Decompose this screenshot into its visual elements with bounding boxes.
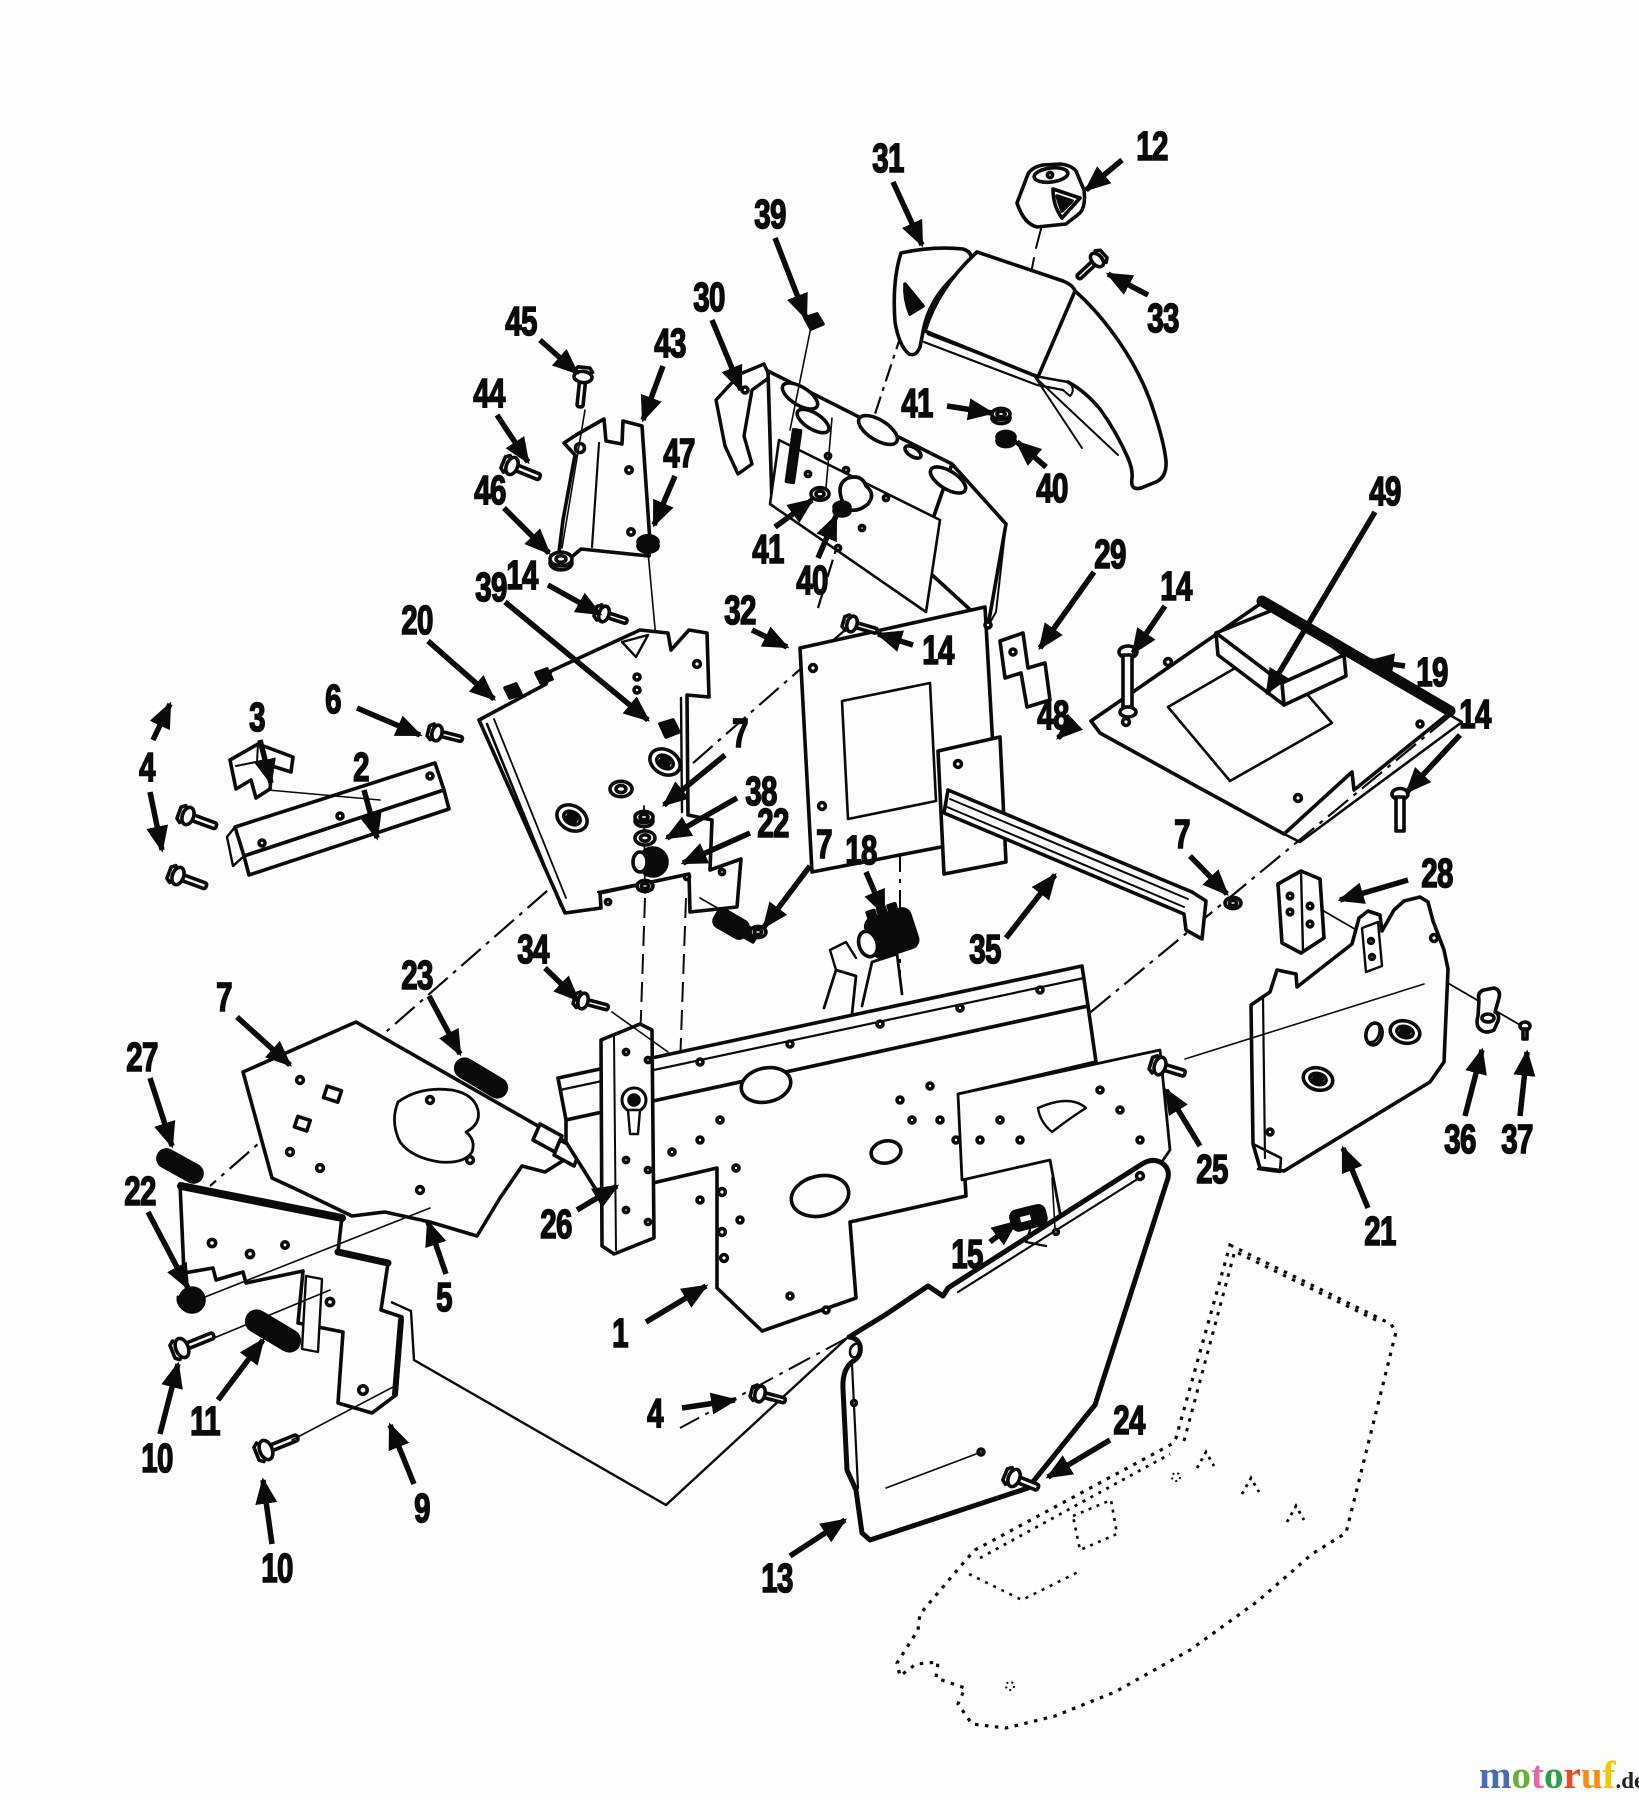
svg-text:29: 29: [1094, 531, 1125, 577]
svg-text:45: 45: [505, 298, 536, 344]
svg-text:36: 36: [1444, 1116, 1475, 1162]
svg-text:43: 43: [654, 320, 685, 366]
svg-text:7: 7: [216, 974, 232, 1020]
svg-text:35: 35: [969, 926, 1000, 972]
svg-text:39: 39: [475, 564, 506, 610]
svg-text:9: 9: [414, 1485, 430, 1531]
svg-text:21: 21: [1364, 1208, 1395, 1254]
svg-text:25: 25: [1196, 1146, 1227, 1192]
svg-text:14: 14: [1459, 691, 1491, 737]
svg-text:4: 4: [139, 744, 156, 790]
svg-text:22: 22: [124, 1168, 155, 1214]
svg-text:26: 26: [540, 1201, 571, 1247]
svg-text:31: 31: [872, 135, 903, 181]
svg-text:3: 3: [249, 694, 265, 740]
svg-text:22: 22: [757, 800, 788, 846]
svg-text:14: 14: [506, 552, 538, 598]
svg-text:40: 40: [1036, 465, 1067, 511]
svg-text:4: 4: [647, 1390, 664, 1436]
svg-text:41: 41: [752, 526, 783, 572]
svg-text:13: 13: [761, 1555, 792, 1601]
svg-text:10: 10: [141, 1435, 172, 1481]
svg-text:40: 40: [796, 557, 827, 603]
svg-text:24: 24: [1113, 1397, 1145, 1443]
svg-text:32: 32: [724, 587, 755, 633]
svg-text:7: 7: [1174, 811, 1190, 857]
svg-text:37: 37: [1501, 1116, 1532, 1162]
svg-text:28: 28: [1421, 850, 1452, 896]
svg-text:10: 10: [261, 1545, 292, 1591]
svg-text:33: 33: [1147, 295, 1178, 341]
svg-text:48: 48: [1037, 692, 1068, 738]
svg-text:11: 11: [190, 1398, 220, 1444]
svg-text:14: 14: [922, 627, 954, 673]
svg-text:39: 39: [754, 191, 785, 237]
svg-text:38: 38: [745, 768, 776, 814]
svg-text:1: 1: [612, 1310, 628, 1356]
svg-text:46: 46: [474, 467, 505, 513]
svg-text:23: 23: [401, 952, 432, 998]
svg-text:6: 6: [325, 676, 341, 722]
svg-text:49: 49: [1369, 468, 1400, 514]
svg-text:15: 15: [951, 1231, 982, 1277]
svg-text:41: 41: [901, 380, 932, 426]
svg-text:34: 34: [517, 926, 549, 972]
svg-text:12: 12: [1136, 123, 1167, 169]
svg-text:motoruf.de: motoruf.de: [1479, 1754, 1639, 1797]
svg-text:44: 44: [473, 370, 505, 416]
svg-text:5: 5: [436, 1274, 452, 1320]
svg-text:7: 7: [732, 710, 748, 756]
svg-text:7: 7: [816, 821, 832, 867]
svg-text:19: 19: [1416, 649, 1447, 695]
svg-text:14: 14: [1160, 563, 1192, 609]
svg-text:27: 27: [126, 1034, 157, 1080]
svg-text:20: 20: [401, 597, 432, 643]
svg-text:18: 18: [845, 827, 876, 873]
svg-text:30: 30: [693, 274, 724, 320]
svg-text:2: 2: [353, 744, 369, 790]
svg-text:47: 47: [663, 430, 694, 476]
